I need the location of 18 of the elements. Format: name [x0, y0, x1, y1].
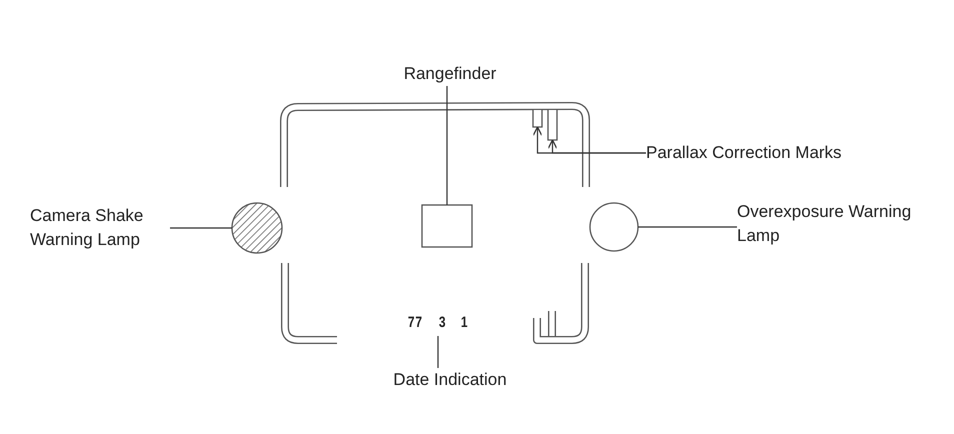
hatched-lamp-circle	[231, 202, 283, 254]
part-label: Overexposure Warning Lamp	[737, 200, 942, 248]
part-label: Parallax Correction Marks	[646, 141, 886, 165]
leader-line	[446, 86, 448, 205]
part-label: Date Indication	[370, 368, 530, 392]
leader-line	[170, 227, 232, 229]
rangefinder-box	[421, 204, 473, 248]
hatched-lamp-circle	[589, 202, 639, 252]
part-label: Camera Shake Warning Lamp	[30, 204, 170, 252]
leader-line	[437, 336, 439, 368]
part-label: Rangefinder	[395, 62, 505, 86]
leader-line	[548, 139, 646, 154]
date-digits: 3	[438, 314, 446, 331]
date-digits: 77	[408, 314, 424, 331]
parallax-mark	[547, 109, 558, 141]
parallax-mark	[532, 109, 543, 128]
leader-line	[638, 226, 737, 228]
date-digits: 1	[461, 314, 469, 331]
